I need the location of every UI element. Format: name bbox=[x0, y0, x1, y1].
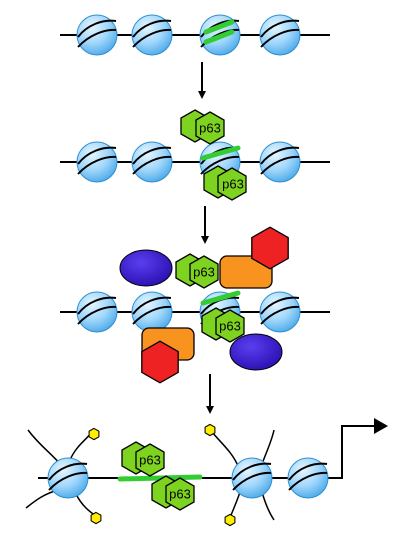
nucleosome bbox=[259, 291, 301, 333]
p63-label: p63 bbox=[222, 176, 244, 191]
nucleosome bbox=[131, 291, 173, 333]
partner-protein-purple bbox=[119, 249, 173, 287]
p63-protein: p63 bbox=[201, 307, 245, 343]
nucleosome bbox=[76, 14, 118, 56]
histone-modification-mark bbox=[90, 511, 102, 525]
panel-4-open-chromatin-transcription: p63 p63 bbox=[25, 418, 388, 527]
nucleosome bbox=[131, 141, 173, 183]
nucleosome-with-motif bbox=[199, 14, 241, 56]
p63-label: p63 bbox=[199, 120, 221, 135]
nucleosome bbox=[231, 457, 273, 499]
partner-protein-purple bbox=[229, 333, 283, 371]
panel-3-cofactor-recruitment: p63 p63 bbox=[60, 226, 330, 384]
nucleosome bbox=[47, 457, 89, 499]
p63-label: p63 bbox=[193, 264, 215, 279]
nucleosome bbox=[76, 291, 118, 333]
panel-2-p63-binding: p63 p63 bbox=[60, 109, 330, 201]
partner-protein-orange bbox=[219, 255, 273, 289]
nucleosome bbox=[131, 14, 173, 56]
p63-label: p63 bbox=[219, 318, 241, 333]
nucleosome bbox=[259, 141, 301, 183]
p63-protein: p63 bbox=[121, 441, 165, 477]
p63-protein: p63 bbox=[203, 165, 247, 201]
nucleosome bbox=[287, 457, 329, 499]
transcription-start-arrow bbox=[374, 418, 388, 434]
histone-modification-mark bbox=[224, 513, 236, 527]
nucleosome bbox=[76, 141, 118, 183]
histone-modification-mark bbox=[88, 427, 100, 441]
histone-modification-mark bbox=[204, 423, 216, 437]
p63-protein: p63 bbox=[151, 475, 195, 511]
nucleosome bbox=[259, 14, 301, 56]
p63-protein: p63 bbox=[175, 253, 219, 289]
panel-1-chromatin bbox=[60, 14, 330, 56]
p63-label: p63 bbox=[169, 486, 191, 501]
p63-protein: p63 bbox=[180, 109, 225, 145]
p63-label: p63 bbox=[139, 452, 161, 467]
